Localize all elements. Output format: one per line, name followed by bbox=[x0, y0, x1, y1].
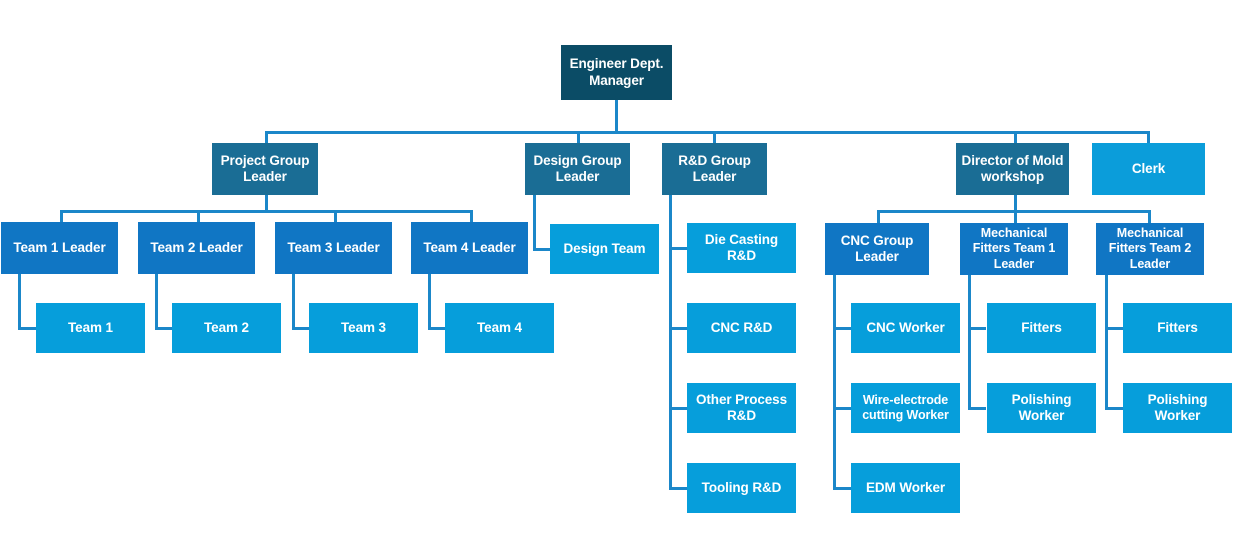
connector-rnd-stub-1 bbox=[669, 247, 687, 250]
node-design-group-leader[interactable]: Design Group Leader bbox=[525, 143, 630, 195]
connector-drop-team2-leader bbox=[197, 210, 200, 223]
node-project-group-leader[interactable]: Project Group Leader bbox=[212, 143, 318, 195]
node-team-1[interactable]: Team 1 bbox=[36, 303, 145, 353]
connector-team4-elbow-h bbox=[428, 327, 446, 330]
node-engineer-dept-manager[interactable]: Engineer Dept. Manager bbox=[561, 45, 672, 100]
connector-team3-elbow-h bbox=[292, 327, 310, 330]
connector-fitters2-stub-1 bbox=[1105, 327, 1123, 330]
connector-rnd-stub-3 bbox=[669, 407, 687, 410]
node-polishing-worker-team-1[interactable]: Polishing Worker bbox=[987, 383, 1096, 433]
connector-design-elbow-v bbox=[533, 195, 536, 250]
node-fitters-team-1[interactable]: Fitters bbox=[987, 303, 1096, 353]
connector-team2-elbow-v bbox=[155, 272, 158, 329]
node-cnc-worker[interactable]: CNC Worker bbox=[851, 303, 960, 353]
node-team-1-leader[interactable]: Team 1 Leader bbox=[1, 222, 118, 274]
node-mechanical-fitters-team-1-leader[interactable]: Mechanical Fitters Team 1 Leader bbox=[960, 223, 1068, 275]
connector-mold-stem bbox=[1014, 195, 1017, 211]
connector-team3-elbow-v bbox=[292, 272, 295, 329]
connector-top-bus bbox=[265, 131, 1150, 134]
node-team-4-leader[interactable]: Team 4 Leader bbox=[411, 222, 528, 274]
connector-rnd-stub-4 bbox=[669, 487, 687, 490]
connector-team4-elbow-v bbox=[428, 272, 431, 329]
node-team-2-leader[interactable]: Team 2 Leader bbox=[138, 222, 255, 274]
connector-team1-elbow-v bbox=[18, 272, 21, 329]
connector-cnc-stub-2 bbox=[833, 407, 851, 410]
node-edm-worker[interactable]: EDM Worker bbox=[851, 463, 960, 513]
node-polishing-worker-team-2[interactable]: Polishing Worker bbox=[1123, 383, 1232, 433]
connector-drop-project bbox=[265, 131, 268, 143]
node-design-team[interactable]: Design Team bbox=[550, 224, 659, 274]
connector-team2-elbow-h bbox=[155, 327, 173, 330]
connector-fitters2-trunk bbox=[1105, 275, 1108, 410]
node-mechanical-fitters-team-2-leader[interactable]: Mechanical Fitters Team 2 Leader bbox=[1096, 223, 1204, 275]
connector-fitters2-stub-2 bbox=[1105, 407, 1123, 410]
connector-root-stem bbox=[615, 100, 618, 131]
connector-cnc-stub-3 bbox=[833, 487, 851, 490]
node-other-process-rnd[interactable]: Other Process R&D bbox=[687, 383, 796, 433]
connector-fitters1-trunk bbox=[968, 275, 971, 410]
node-cnc-group-leader[interactable]: CNC Group Leader bbox=[825, 223, 929, 275]
connector-fitters1-stub-1 bbox=[968, 327, 986, 330]
connector-project-stem bbox=[265, 195, 268, 211]
connector-drop-team4-leader bbox=[470, 210, 473, 223]
connector-drop-team1-leader bbox=[60, 210, 63, 223]
connector-team1-elbow-h bbox=[18, 327, 36, 330]
node-team-4[interactable]: Team 4 bbox=[445, 303, 554, 353]
connector-drop-mold bbox=[1014, 131, 1017, 143]
node-team-3-leader[interactable]: Team 3 Leader bbox=[275, 222, 392, 274]
connector-drop-fitters1-leader bbox=[1014, 210, 1017, 223]
node-team-2[interactable]: Team 2 bbox=[172, 303, 281, 353]
connector-drop-design bbox=[577, 131, 580, 143]
node-wire-electrode-cutting-worker[interactable]: Wire-electrode cutting Worker bbox=[851, 383, 960, 433]
node-tooling-rnd[interactable]: Tooling R&D bbox=[687, 463, 796, 513]
connector-cnc-stub-1 bbox=[833, 327, 851, 330]
connector-drop-clerk bbox=[1147, 131, 1150, 143]
node-director-of-mold-workshop[interactable]: Director of Mold workshop bbox=[956, 143, 1069, 195]
node-cnc-rnd[interactable]: CNC R&D bbox=[687, 303, 796, 353]
connector-drop-rnd bbox=[713, 131, 716, 143]
connector-rnd-trunk bbox=[669, 195, 672, 490]
connector-drop-team3-leader bbox=[334, 210, 337, 223]
connector-project-bus bbox=[60, 210, 472, 213]
node-team-3[interactable]: Team 3 bbox=[309, 303, 418, 353]
connector-rnd-stub-2 bbox=[669, 327, 687, 330]
connector-drop-fitters2-leader bbox=[1148, 210, 1151, 223]
node-rnd-group-leader[interactable]: R&D Group Leader bbox=[662, 143, 767, 195]
node-die-casting-rnd[interactable]: Die Casting R&D bbox=[687, 223, 796, 273]
connector-fitters1-stub-2 bbox=[968, 407, 986, 410]
connector-design-elbow-h bbox=[533, 248, 551, 251]
connector-cnc-trunk bbox=[833, 275, 836, 490]
node-fitters-team-2[interactable]: Fitters bbox=[1123, 303, 1232, 353]
node-clerk[interactable]: Clerk bbox=[1092, 143, 1205, 195]
connector-drop-cnc-leader bbox=[877, 210, 880, 223]
